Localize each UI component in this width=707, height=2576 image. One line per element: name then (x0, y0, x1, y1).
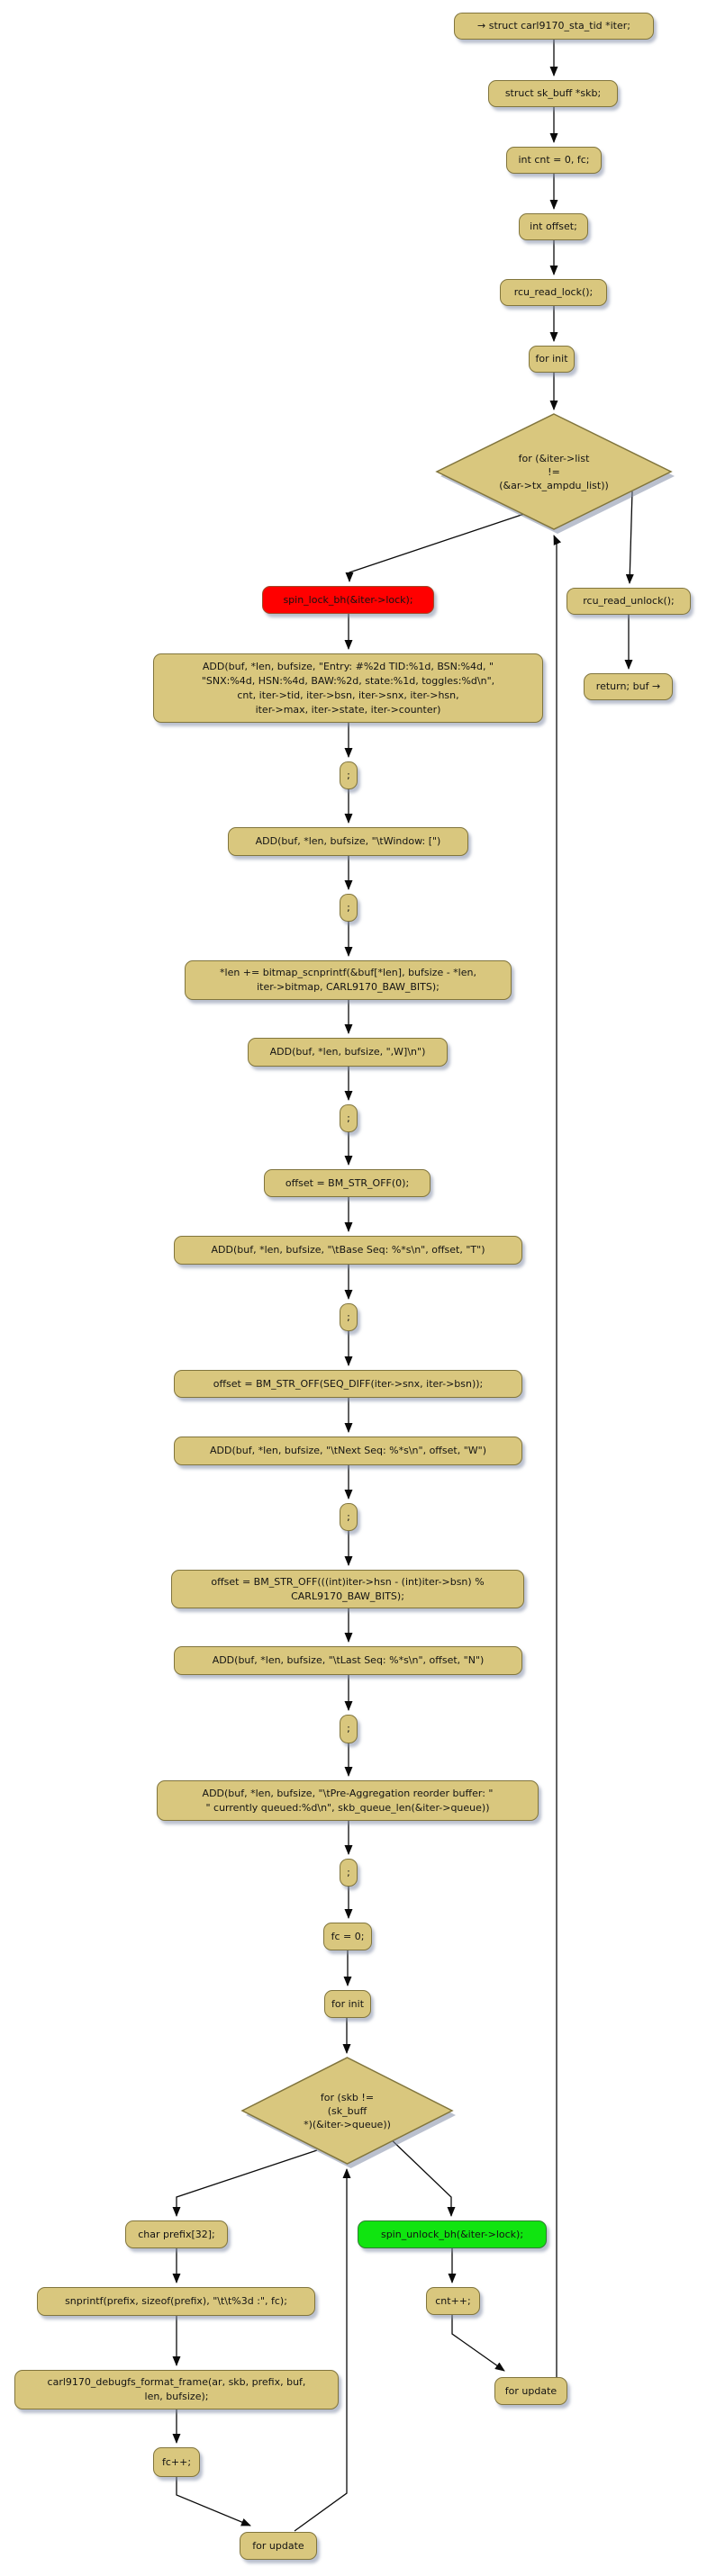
fc-assign-zero: fc = 0; (323, 1923, 372, 1950)
semicolon-4: ; (340, 1303, 358, 1331)
semicolon-5: ; (340, 1503, 358, 1531)
edge-outer-diamond-to-rcuunlock (625, 491, 634, 584)
outer-for-condition: for (&iter->list != (&ar->tx_ampdu_list)… (435, 413, 675, 534)
spin-unlock-bh: spin_unlock_bh(&iter->lock); (358, 2220, 547, 2248)
add-next-seq: ADD(buf, *len, bufsize, "\tNext Seq: %*s… (174, 1437, 522, 1465)
semicolon-7: ; (340, 1859, 358, 1887)
for-init-inner: for init (324, 1990, 371, 2018)
for-update-inner: for update (240, 2532, 317, 2560)
char-prefix: char prefix[32]; (125, 2220, 228, 2248)
add-base-seq: ADD(buf, *len, bufsize, "\tBase Seq: %*s… (174, 1236, 522, 1265)
edge-forupdate-outer-to-outer-diamond (553, 535, 562, 2377)
debugfs-format-frame: carl9170_debugfs_format_frame(ar, skb, p… (14, 2370, 339, 2409)
semicolon-3: ; (340, 1104, 358, 1132)
inner-for-condition: for (skb != (sk_buff *)(&iter->queue)) (240, 2057, 456, 2168)
start-struct-iter: → struct carl9170_sta_tid *iter; (454, 13, 654, 40)
edge-inner-diamond-to-spinunlock (385, 2133, 456, 2217)
semicolon-1: ; (340, 761, 358, 789)
for-update-outer: for update (494, 2377, 567, 2405)
add-window-close: ADD(buf, *len, bufsize, ",W]\n") (248, 1038, 448, 1067)
bitmap-scnprintf: *len += bitmap_scnprintf(&buf[*len], buf… (185, 960, 512, 1000)
inner-for-condition-label: for (skb != (sk_buff *)(&iter->queue)) (304, 2091, 391, 2130)
return-buf: return; buf → (584, 673, 673, 700)
add-window-open: ADD(buf, *len, bufsize, "\tWindow: [") (228, 827, 468, 856)
decl-int-cnt: int cnt = 0, fc; (506, 147, 602, 174)
add-entry: ADD(buf, *len, bufsize, "Entry: #%2d TID… (153, 653, 543, 723)
add-last-seq: ADD(buf, *len, bufsize, "\tLast Seq: %*s… (174, 1646, 522, 1675)
edge-inner-diamond-to-charprefix (172, 2149, 318, 2217)
fc-increment: fc++; (153, 2447, 200, 2477)
outer-for-condition-shape (435, 413, 675, 534)
inner-for-condition-shape (240, 2057, 456, 2168)
edge-cntinc-to-forupdate-outer (451, 2314, 505, 2372)
outer-for-condition-polygon (435, 413, 673, 530)
rcu-read-lock: rcu_read_lock(); (500, 279, 607, 306)
decl-sk-buff: struct sk_buff *skb; (488, 80, 618, 107)
edge-outer-diamond-to-spinlock (345, 513, 525, 582)
offset-hsn-bsn: offset = BM_STR_OFF(((int)iter->hsn - (i… (171, 1570, 524, 1608)
offset-seq-diff: offset = BM_STR_OFF(SEQ_DIFF(iter->snx, … (174, 1370, 522, 1398)
add-pre-aggregation: ADD(buf, *len, bufsize, "\tPre-Aggregati… (157, 1780, 539, 1821)
edge-forupdate-inner-to-inner-diamond (294, 2168, 351, 2532)
rcu-read-unlock: rcu_read_unlock(); (567, 588, 691, 615)
cnt-increment: cnt++; (426, 2287, 480, 2315)
semicolon-6: ; (340, 1715, 358, 1743)
offset-bm-str-off-0: offset = BM_STR_OFF(0); (264, 1169, 431, 1197)
semicolon-2: ; (340, 894, 358, 922)
inner-for-condition-polygon (240, 2057, 454, 2165)
for-init-outer: for init (529, 346, 575, 373)
outer-for-condition-label: for (&iter->list != (&ar->tx_ampdu_list)… (499, 452, 609, 491)
spin-lock-bh: spin_lock_bh(&iter->lock); (262, 586, 434, 614)
decl-int-offset: int offset; (519, 213, 588, 240)
snprintf-prefix: snprintf(prefix, sizeof(prefix), "\t\t%3… (37, 2287, 315, 2316)
edge-fcinc-to-forupdate-inner (176, 2477, 251, 2526)
